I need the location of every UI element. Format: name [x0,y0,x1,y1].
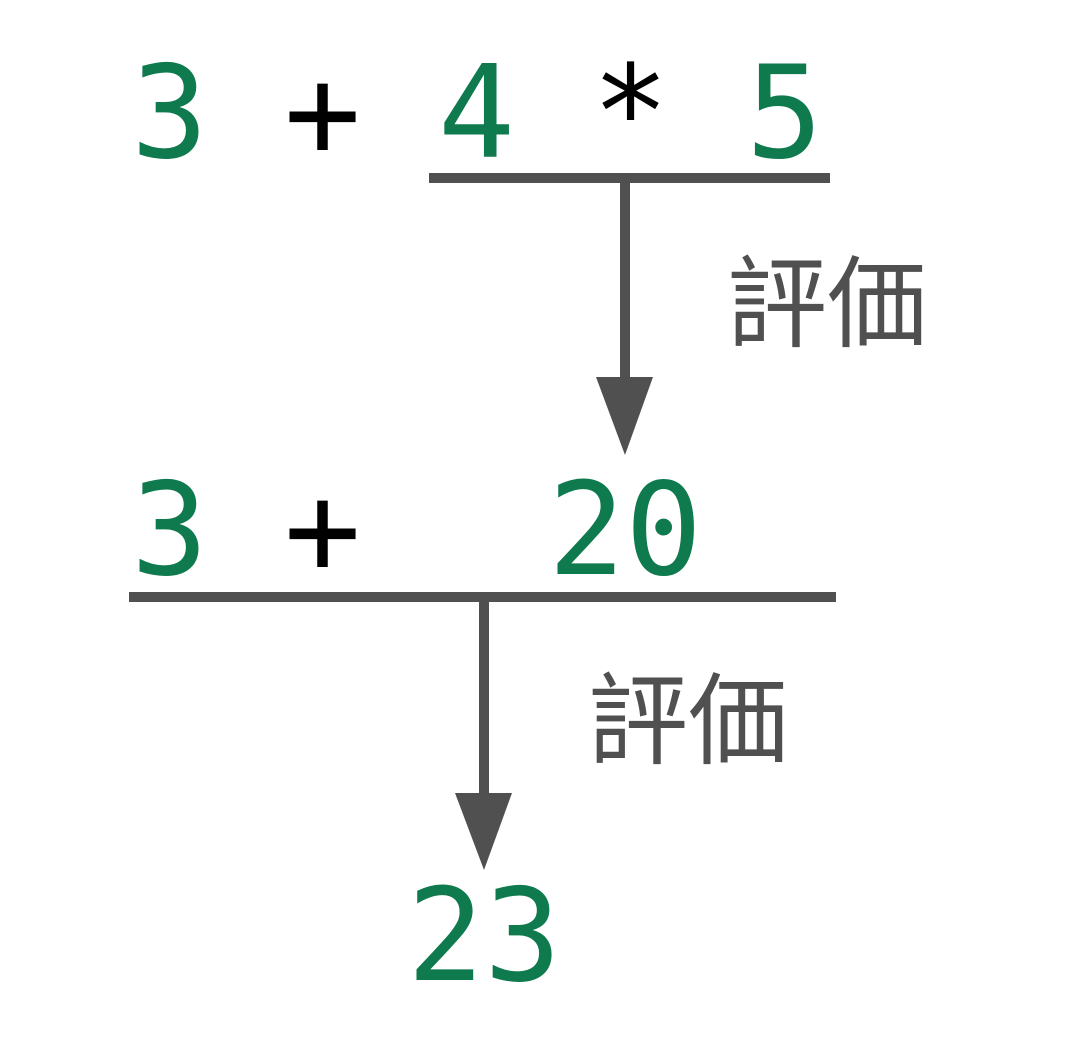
step1-number-5: 5 [746,39,824,188]
step1-number-3: 3 [131,39,209,188]
arrow1-label: 評価 [727,246,927,363]
step2-plus: + [284,456,362,605]
result-number: 23 [407,862,562,1011]
arrow1-shaft [620,178,630,380]
step1-plus: + [284,39,362,188]
step2-number-20: 20 [548,456,703,605]
arrow2-shaft [479,597,489,795]
step1-multiply: * [592,39,670,188]
step1-number-4: 4 [438,39,516,188]
arrow1-head [596,377,653,455]
step2-number-3: 3 [131,456,209,605]
arrow2-head [455,793,512,870]
arrow2-label: 評価 [588,663,788,780]
